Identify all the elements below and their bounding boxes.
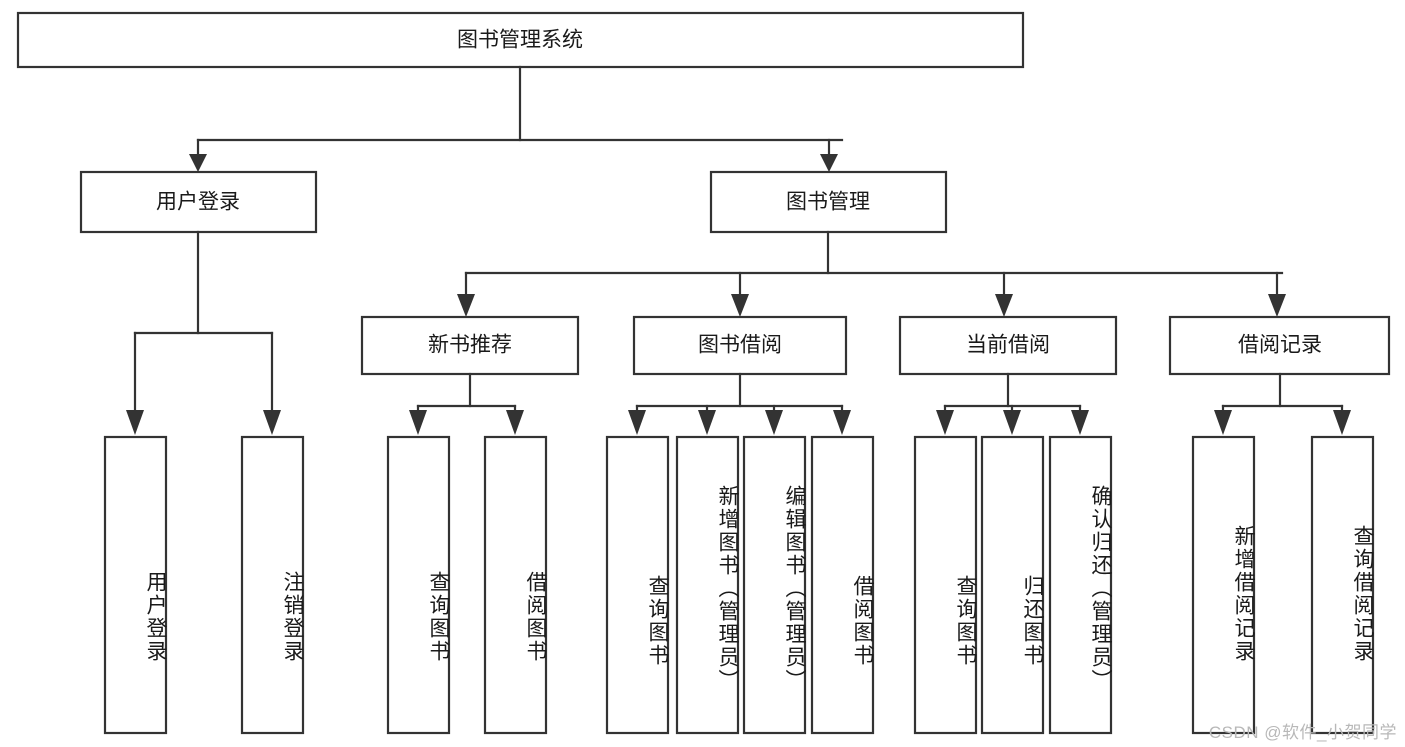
node-user-login-label: 用户登录 <box>156 191 240 214</box>
arrow-icon-bm-2 <box>731 294 749 317</box>
arrow-icon-user-login-1 <box>126 410 144 435</box>
node-user-login[interactable]: 用户登录 <box>79 170 318 234</box>
node-leaf-edit-book-box[interactable] <box>742 435 807 735</box>
node-root-label: 图书管理系统 <box>457 29 583 52</box>
node-book-borrow-box[interactable] <box>632 315 848 376</box>
node-leaf-borrow-book-1-box[interactable] <box>483 435 548 735</box>
node-leaf-user-login-box[interactable] <box>103 435 168 735</box>
arrow-icon-bb-1 <box>628 410 646 435</box>
node-book-borrow-label: 图书借阅 <box>698 334 782 357</box>
node-leaf-query-book-3-box[interactable] <box>913 435 978 735</box>
arrow-icon-nbr-1 <box>409 410 427 435</box>
node-leaf-return-book-box[interactable] <box>980 435 1045 735</box>
arrow-icon-root-right <box>820 154 838 172</box>
node-leaf-logout-login-box[interactable] <box>240 435 305 735</box>
node-leaf-query-book-2-box[interactable] <box>605 435 670 735</box>
arrow-icon-user-login-2 <box>263 410 281 435</box>
connector-borrow-record-to-leaves <box>1214 372 1351 435</box>
node-new-book-recommend-label: 新书推荐 <box>428 334 512 357</box>
connector-user-login-to-leaves <box>126 230 281 435</box>
node-book-borrow[interactable]: 图书借阅 <box>632 315 848 376</box>
arrow-icon-bb-2 <box>698 410 716 435</box>
node-current-borrow[interactable]: 当前借阅 <box>898 315 1118 376</box>
node-book-management[interactable]: 图书管理 <box>709 170 948 234</box>
arrow-icon-cb-3 <box>1071 410 1089 435</box>
arrow-icon-bb-3 <box>765 410 783 435</box>
node-borrow-record-label: 借阅记录 <box>1238 334 1322 357</box>
arrow-icon-br-1 <box>1214 410 1232 435</box>
node-leaf-query-record-box[interactable] <box>1310 435 1375 735</box>
connector-book-borrow-to-leaves <box>628 372 851 435</box>
node-borrow-record[interactable]: 借阅记录 <box>1168 315 1391 376</box>
node-current-borrow-label: 当前借阅 <box>966 334 1050 357</box>
arrow-icon-root-left <box>189 154 207 172</box>
arrow-icon-bm-1 <box>457 294 475 317</box>
node-leaf-add-book-box[interactable] <box>675 435 740 735</box>
connector-current-borrow-to-leaves <box>936 372 1089 435</box>
node-leaf-confirm-return-box[interactable] <box>1048 435 1113 735</box>
csdn-watermark: CSDN @软件_小贺同学 <box>1208 723 1397 742</box>
node-new-book-recommend-box[interactable] <box>360 315 580 376</box>
node-root[interactable]: 图书管理系统 <box>16 11 1025 69</box>
node-book-management-label: 图书管理 <box>786 191 870 214</box>
node-current-borrow-box[interactable] <box>898 315 1118 376</box>
arrow-icon-nbr-2 <box>506 410 524 435</box>
node-root-box[interactable] <box>16 11 1025 69</box>
connector-book-management-to-level3 <box>457 230 1286 317</box>
arrow-icon-bm-4 <box>1268 294 1286 317</box>
arrow-icon-bb-4 <box>833 410 851 435</box>
node-borrow-record-box[interactable] <box>1168 315 1391 376</box>
node-leaf-borrow-book-2-box[interactable] <box>810 435 875 735</box>
connector-new-book-recommend-to-leaves <box>409 372 524 435</box>
node-new-book-recommend[interactable]: 新书推荐 <box>360 315 580 376</box>
node-book-management-box[interactable] <box>709 170 948 234</box>
node-leaf-query-book-1-box[interactable] <box>386 435 451 735</box>
arrow-icon-cb-1 <box>936 410 954 435</box>
arrow-icon-bm-3 <box>995 294 1013 317</box>
arrow-icon-cb-2 <box>1003 410 1021 435</box>
node-leaf-add-record-box[interactable] <box>1191 435 1256 735</box>
connector-root-to-level2 <box>189 65 844 172</box>
arrow-icon-br-2 <box>1333 410 1351 435</box>
